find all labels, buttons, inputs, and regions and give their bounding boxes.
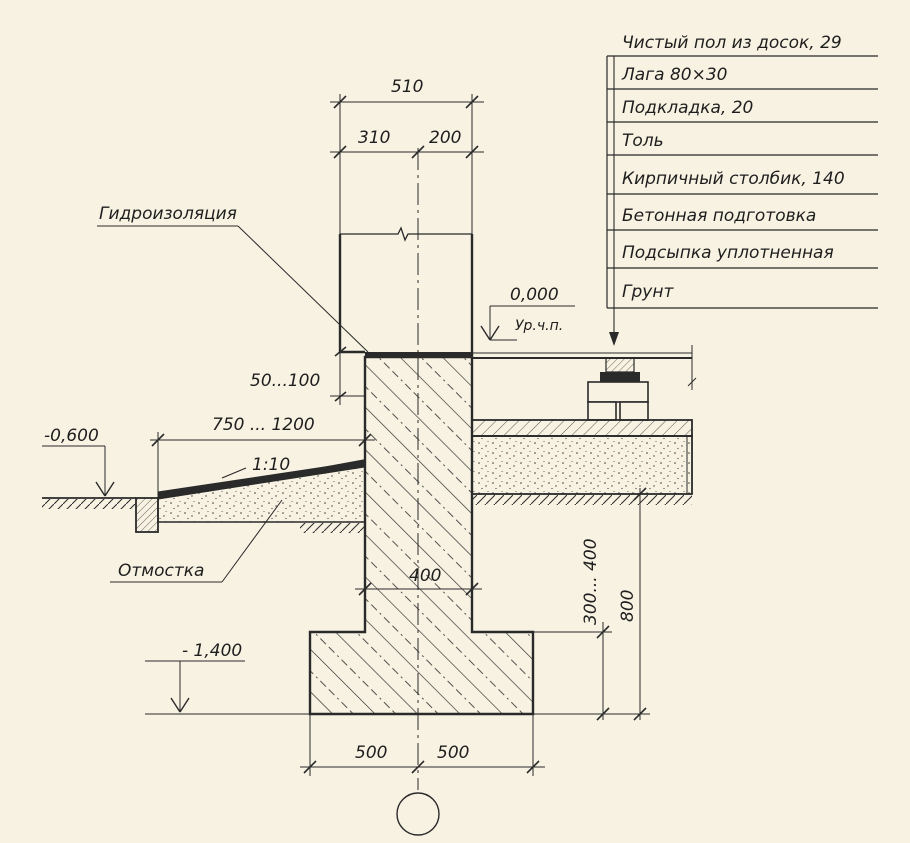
axis-bubble xyxy=(396,792,440,836)
apron-otmostka xyxy=(135,459,366,533)
level-floor-value: 0,000 xyxy=(510,285,559,305)
layer-label-2: Лага 80×30 xyxy=(621,65,727,85)
level-mark-footing: - 1,400 xyxy=(145,641,310,715)
dim-400: 400 xyxy=(409,566,441,586)
dim-footing-left: 500 xyxy=(355,743,387,763)
layer-label-8: Грунт xyxy=(622,282,674,302)
layer-label-6: Бетонная подготовка xyxy=(622,206,816,226)
layer-label-3: Подкладка, 20 xyxy=(622,98,753,118)
dimension-wall-thickness xyxy=(355,582,482,596)
layer-label-7: Подсыпка уплотненная xyxy=(622,243,834,263)
callout-waterproofing: Гидроизоляция xyxy=(97,204,369,353)
level-floor-label: Ур.ч.п. xyxy=(515,318,563,334)
dim-footing-right: 500 xyxy=(437,743,469,763)
upper-wall xyxy=(338,226,474,356)
dim-200: 200 xyxy=(429,128,461,148)
dimension-footing-width xyxy=(300,714,545,776)
dim-310: 310 xyxy=(358,128,390,148)
callout-apron-label: Отмостка xyxy=(118,561,204,581)
slope-label: 1:10 xyxy=(252,455,290,475)
dimension-apron-width xyxy=(150,432,375,498)
dimension-depth xyxy=(533,487,692,721)
interior-floor xyxy=(471,345,697,505)
dim-depth-total: 800 xyxy=(618,590,638,622)
dim-510: 510 xyxy=(391,77,423,97)
dim-damp-gap: 50...100 xyxy=(250,371,320,391)
callout-apron: Отмостка xyxy=(110,499,283,583)
level-mark-floor: 0,000 Ур.ч.п. xyxy=(480,285,575,341)
dimension-damp-gap xyxy=(330,346,365,405)
waterproofing-layer xyxy=(365,352,472,357)
slope-indicator: 1:10 xyxy=(221,455,290,479)
dim-depth-range: 300... 400 xyxy=(581,538,601,625)
level-ground-value: -0,600 xyxy=(44,426,99,446)
layer-legend-table: Чистый пол из досок, 29 Лага 80×30 Подкл… xyxy=(606,33,878,346)
layer-label-1: Чистый пол из досок, 29 xyxy=(622,33,842,53)
layer-label-5: Кирпичный столбик, 140 xyxy=(622,169,845,189)
dim-apron-width: 750 ... 1200 xyxy=(212,415,315,435)
callout-waterproofing-label: Гидроизоляция xyxy=(99,204,237,224)
layer-label-4: Толь xyxy=(622,131,664,151)
level-footing-value: - 1,400 xyxy=(182,641,242,661)
level-mark-ground: -0,600 xyxy=(42,426,115,497)
foundation-wall xyxy=(308,355,535,716)
dimension-wall-width xyxy=(330,94,484,234)
